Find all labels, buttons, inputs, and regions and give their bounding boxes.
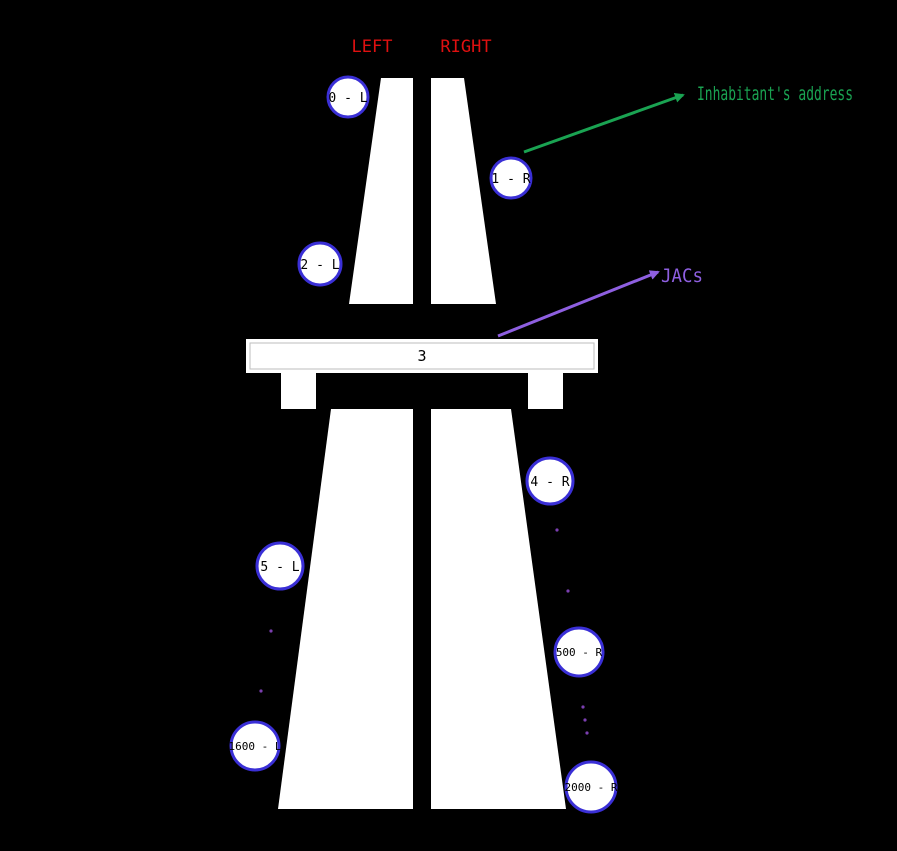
bridge-pillar-right <box>528 373 563 409</box>
marker-5-l: 5 - L <box>255 541 305 591</box>
marker-0-l: 0 - L <box>326 75 370 119</box>
marker-500-r-label: 500 - R <box>556 646 603 659</box>
lower-right-lane <box>431 409 566 809</box>
jacs-annotation-label: JACs <box>661 265 703 287</box>
marker-0-l-label: 0 - L <box>328 91 367 106</box>
ellipsis-dot <box>566 589 570 593</box>
lower-left-lane <box>278 409 413 809</box>
bridge-deck <box>246 339 598 373</box>
jacs-arrow <box>497 270 660 338</box>
marker-1-r: 1 - R <box>489 156 533 200</box>
ellipsis-dots-right <box>555 528 589 735</box>
marker-2000-r: 2000 - R <box>564 760 618 814</box>
upper-left-lane <box>349 78 413 304</box>
ellipsis-dot <box>581 705 585 709</box>
marker-2-l: 2 - L <box>297 241 343 287</box>
bridge-label: 3 <box>417 347 426 365</box>
marker-2000-r-label: 2000 - R <box>565 781 618 794</box>
ellipsis-dot <box>555 528 559 532</box>
address-annotation-label: Inhabitant's address <box>697 83 853 105</box>
marker-1600-l-label: 1600 - L <box>229 740 282 753</box>
left-lane-label: LEFT <box>352 37 393 57</box>
marker-4-r-label: 4 - R <box>530 475 569 490</box>
marker-5-l-label: 5 - L <box>260 560 299 575</box>
marker-4-r: 4 - R <box>525 456 575 506</box>
bridge-deck-inner <box>249 342 595 370</box>
bridge: 3 <box>246 339 598 409</box>
marker-1600-l: 1600 - L <box>229 720 282 772</box>
ellipsis-dot <box>269 629 273 633</box>
address-arrow <box>523 92 685 154</box>
marker-1-r-label: 1 - R <box>491 172 530 187</box>
marker-2-l-label: 2 - L <box>300 258 339 273</box>
ellipsis-dot <box>585 731 589 735</box>
marker-500-r: 500 - R <box>553 626 605 678</box>
ellipsis-dots-left <box>259 629 273 693</box>
right-lane-label: RIGHT <box>440 37 491 57</box>
bridge-pillar-left <box>281 373 316 409</box>
ellipsis-dot <box>583 718 587 722</box>
upper-right-lane <box>431 78 496 304</box>
ellipsis-dot <box>259 689 263 693</box>
